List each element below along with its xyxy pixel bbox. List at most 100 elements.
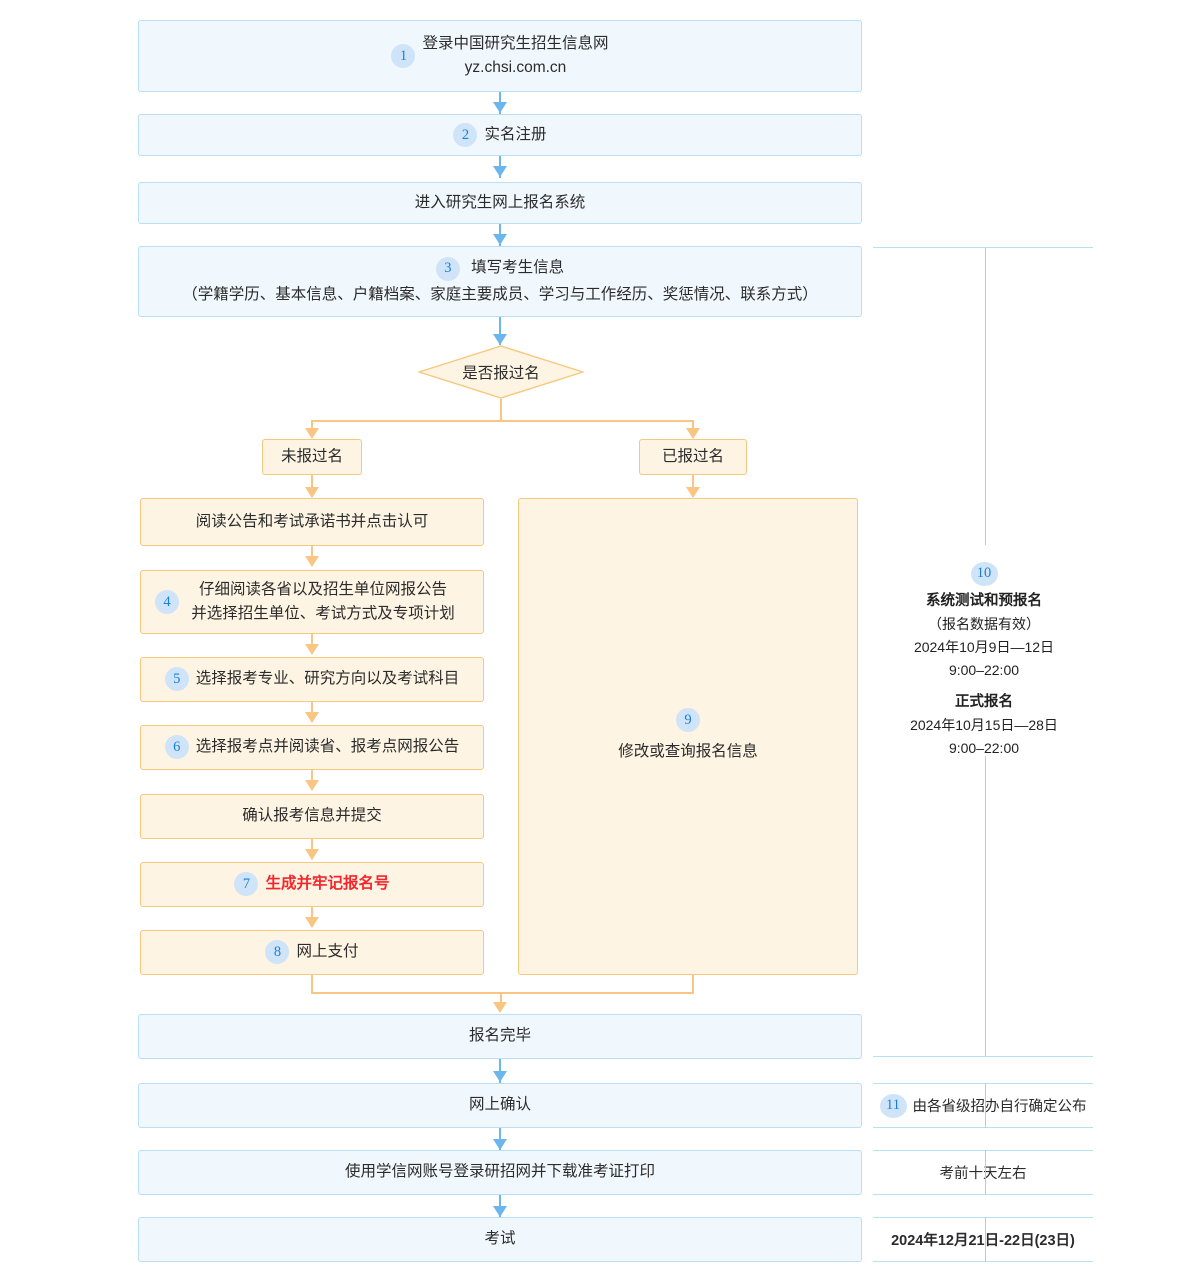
step-9-content: 9 修改或查询报名信息 <box>618 708 758 764</box>
node-online-confirmation-text: 网上确认 <box>468 1096 531 1114</box>
connector-merge-down <box>500 992 502 1010</box>
timeline-row-confirm-date[interactable]: 11 由各省级招办自行确定公布 <box>873 1083 1093 1128</box>
timeline-tick-confirm <box>985 1083 986 1128</box>
timeline-row-ticket-date-text: 考前十天左右 <box>939 1166 1027 1182</box>
node-exam-text: 考试 <box>484 1230 516 1248</box>
timeline-formal-time: 9:00–22:00 <box>948 739 1020 756</box>
step-badge-2: 2 <box>453 122 478 147</box>
step-confirm-submit[interactable]: 确认报考信息并提交 <box>140 794 484 839</box>
step-badge-4: 4 <box>155 590 179 614</box>
node-fill-candidate-info[interactable]: 3 填写考生信息 （学籍学历、基本信息、户籍档案、家庭主要成员、学习与工作经历、… <box>138 246 862 317</box>
step-9-modify-or-query[interactable]: 9 修改或查询报名信息 <box>518 498 858 975</box>
timeline-row-exam-date-text: 2024年12月21日-22日(23日) <box>891 1233 1075 1249</box>
decision-registered-before[interactable]: 是否报过名 <box>418 345 584 399</box>
arrow-ticket-to-exam <box>493 1206 507 1217</box>
timeline-tick-ticket <box>985 1150 986 1195</box>
step-read-announcement[interactable]: 阅读公告和考试承诺书并点击认可 <box>140 498 484 546</box>
arrow-step4-step5 <box>305 644 319 655</box>
node-login[interactable]: 1 登录中国研究生招生信息网 yz.chsi.com.cn <box>138 20 862 92</box>
arrow-confirm-to-ticket <box>493 1139 507 1150</box>
step-4-line2: 并选择招生单位、考试方式及专项计划 <box>191 605 455 622</box>
timeline-test-time: 9:00–22:00 <box>948 661 1020 678</box>
step-6-text: 选择报考点并阅读省、报考点网报公告 <box>195 738 460 756</box>
step-badge-6: 6 <box>164 735 189 760</box>
step-4-text: 仔细阅读各省以及招生单位网报公告 并选择招生单位、考试方式及专项计划 <box>169 578 455 626</box>
arrow-finish-to-confirm <box>493 1071 507 1082</box>
step-7-content: 7 生成并牢记报名号 <box>234 872 390 897</box>
timeline-test-title: 系统测试和预报名 <box>926 593 1042 609</box>
node-registration-finished[interactable]: 报名完毕 <box>138 1014 862 1059</box>
connector-left-branch-down <box>311 475 313 497</box>
arrow-login-to-realname <box>493 102 507 113</box>
node-realname-register[interactable]: 2 实名注册 <box>138 114 862 156</box>
step-confirm-submit-text: 确认报考信息并提交 <box>242 807 382 825</box>
timeline-formal-title: 正式报名 <box>955 693 1013 710</box>
arrow-decision-to-left <box>305 428 319 439</box>
step-badge-7: 7 <box>234 872 259 897</box>
node-login-content: 1 登录中国研究生招生信息网 yz.chsi.com.cn <box>391 32 609 80</box>
connector-step8-merge <box>311 975 313 994</box>
step-badge-10-wrap: 10 <box>873 562 1095 586</box>
node-download-admission-ticket-text: 使用学信网账号登录研招网并下载准考证打印 <box>344 1163 655 1181</box>
step-6-select-exam-site[interactable]: 6 选择报考点并阅读省、报考点网报公告 <box>140 725 484 770</box>
branch-already-registered-text: 已报过名 <box>661 447 724 465</box>
connector-fillinfo-to-decision <box>499 317 501 345</box>
timeline-mid-rule <box>873 1056 1093 1057</box>
timeline-row-exam-date[interactable]: 2024年12月21日-22日(23日) <box>873 1217 1093 1262</box>
branch-already-registered[interactable]: 已报过名 <box>639 439 747 475</box>
connector-decision-split <box>311 420 693 422</box>
step-badge-3: 3 <box>435 256 460 281</box>
timeline-registration-info: 10 系统测试和预报名 （报名数据有效） 2024年10月9日—12日 9:00… <box>873 562 1095 759</box>
connector-merge-bar <box>311 992 694 994</box>
timeline-test-note: （报名数据有效） <box>928 616 1040 633</box>
step-badge-11: 11 <box>879 1093 907 1118</box>
connector-decision-down <box>500 399 502 421</box>
decision-label: 是否报过名 <box>462 365 540 382</box>
arrow-left-branch-down <box>305 487 319 498</box>
step-7-text: 生成并牢记报名号 <box>265 875 390 893</box>
arrow-confirm-step7 <box>305 849 319 860</box>
node-enter-system[interactable]: 进入研究生网上报名系统 <box>138 182 862 224</box>
arrow-merge-to-finish <box>493 1002 507 1013</box>
node-fill-info-line2: （学籍学历、基本信息、户籍档案、家庭主要成员、学习与工作经历、奖惩情况、联系方式… <box>182 285 818 303</box>
step-6-content: 6 选择报考点并阅读省、报考点网报公告 <box>164 735 460 760</box>
node-fill-info-title: 填写考生信息 <box>471 259 565 277</box>
node-realname-text: 实名注册 <box>484 125 547 143</box>
node-exam[interactable]: 考试 <box>138 1217 862 1262</box>
node-download-admission-ticket[interactable]: 使用学信网账号登录研招网并下载准考证打印 <box>138 1150 862 1195</box>
timeline-formal-date: 2024年10月15日—28日 <box>910 716 1058 733</box>
step-4-select-institution[interactable]: 4 仔细阅读各省以及招生单位网报公告 并选择招生单位、考试方式及专项计划 <box>140 570 484 634</box>
timeline-tick-exam <box>985 1217 986 1262</box>
node-login-line2: yz.chsi.com.cn <box>464 59 567 76</box>
step-5-text: 选择报考专业、研究方向以及考试科目 <box>195 670 460 688</box>
arrow-step1-step4 <box>305 556 319 567</box>
step-badge-8: 8 <box>265 940 290 965</box>
step-badge-5: 5 <box>164 667 189 692</box>
timeline-tick-lower <box>985 756 986 1056</box>
timeline-row-confirm-date-content: 11 由各省级招办自行确定公布 <box>879 1093 1087 1118</box>
node-fill-info-content: 3 填写考生信息 （学籍学历、基本信息、户籍档案、家庭主要成员、学习与工作经历、… <box>182 256 818 306</box>
arrow-decision-to-right <box>686 428 700 439</box>
branch-not-registered[interactable]: 未报过名 <box>262 439 362 475</box>
step-8-content: 8 网上支付 <box>265 940 359 965</box>
step-8-online-payment[interactable]: 8 网上支付 <box>140 930 484 975</box>
step-read-announcement-text: 阅读公告和考试承诺书并点击认可 <box>195 512 429 530</box>
arrow-step6-confirm <box>305 780 319 791</box>
arrow-step7-step8 <box>305 917 319 928</box>
step-badge-10: 10 <box>970 562 998 586</box>
timeline-top-rule <box>873 247 1093 248</box>
arrow-realname-to-system <box>493 166 507 177</box>
connector-step9-merge <box>692 975 694 994</box>
node-registration-finished-text: 报名完毕 <box>468 1027 531 1045</box>
timeline-tick-upper <box>985 248 986 545</box>
step-5-select-major[interactable]: 5 选择报考专业、研究方向以及考试科目 <box>140 657 484 702</box>
step-7-generate-reg-number[interactable]: 7 生成并牢记报名号 <box>140 862 484 907</box>
node-online-confirmation[interactable]: 网上确认 <box>138 1083 862 1128</box>
timeline-test-date: 2024年10月9日—12日 <box>913 639 1055 656</box>
timeline-row-ticket-date[interactable]: 考前十天左右 <box>873 1150 1093 1195</box>
diamond-shape-icon <box>418 345 584 399</box>
step-4-line1: 仔细阅读各省以及招生单位网报公告 <box>198 580 447 598</box>
node-fill-info-line1: 3 填写考生信息 <box>435 256 565 281</box>
arrow-right-branch-down <box>686 487 700 498</box>
